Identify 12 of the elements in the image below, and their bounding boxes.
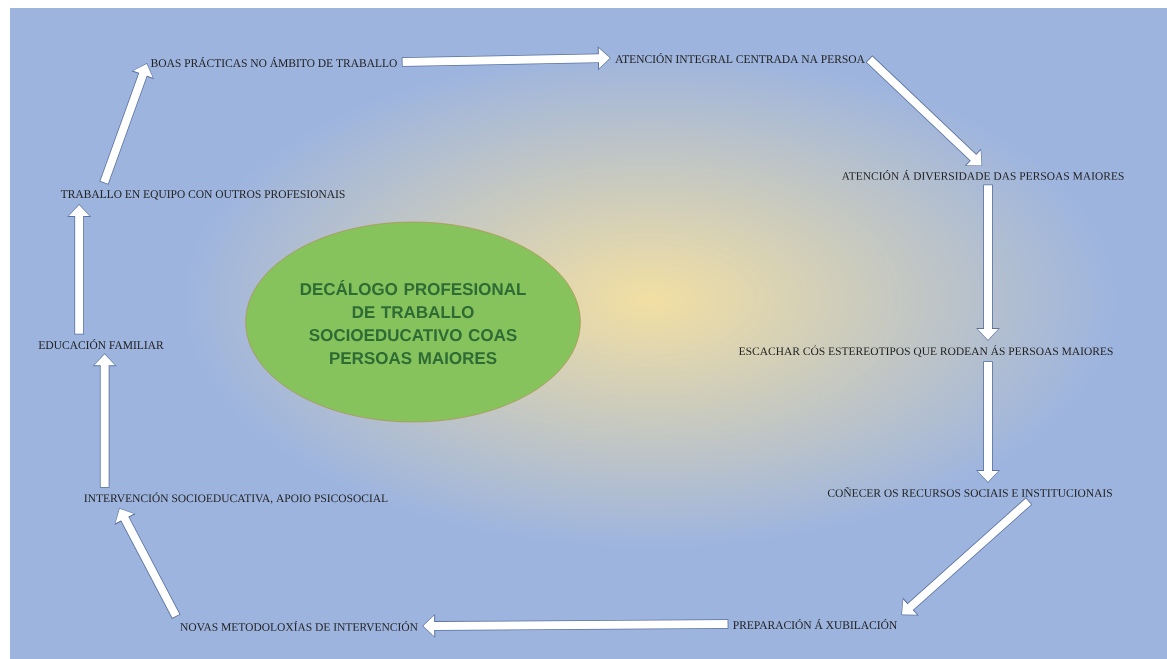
step-label: ESCACHAR CÓS ESTEREOTIPOS QUE RODEAN ÁS PERSOAS MAIORES xyxy=(738,345,1113,357)
block-arrow xyxy=(865,55,983,167)
step-label: TRABALLO EN EQUIPO CON OUTROS PROFESIONAIS xyxy=(60,190,345,200)
step-label: BOAS PRÁCTICAS NO ÁMBITO DE TRABALLO xyxy=(150,57,397,67)
step-label: NOVAS METODOLOXÍAS DE INTERVENCIÓN xyxy=(180,621,418,632)
step-label: INTERVENCIÓN SOCIOEDUCATIVA, APOIO PSICOSOCIAL xyxy=(84,492,388,504)
step-label: ATENCIÓN Á DIVERSIDADE DAS PERSOAS MAIORES xyxy=(841,169,1124,180)
step-label: ATENCIÓN INTEGRAL CENTRADA NA PERSOA xyxy=(615,53,865,63)
block-arrow xyxy=(901,497,1033,616)
step-label: COÑECER OS RECURSOS SOCIAIS E INSTITUCIONAIS xyxy=(827,487,1112,497)
step-label: PREPARACIÓN Á XUBILACIÓN xyxy=(733,619,897,629)
step-label: EDUCACIÓN FAMILIAR xyxy=(38,339,164,349)
